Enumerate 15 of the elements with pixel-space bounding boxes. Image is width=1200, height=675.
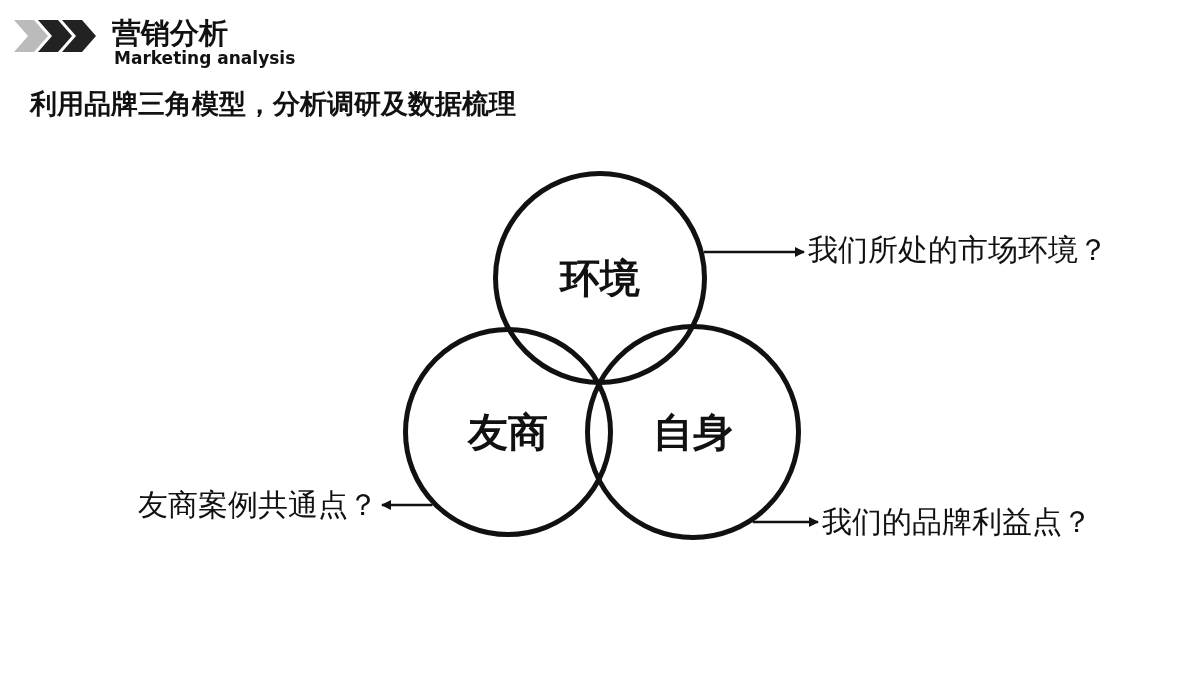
page-title: 营销分析 <box>112 15 228 50</box>
question-text: 友商案例共通点？ <box>138 490 378 520</box>
heading-text: 利用品牌三角模型，分析调研及数据梳理 <box>30 87 516 121</box>
circle-label: 自身 <box>652 412 734 452</box>
venn-circle <box>403 327 613 537</box>
question-text: 我们所处的市场环境？ <box>808 235 1108 265</box>
venn-circle <box>493 171 707 385</box>
arrow <box>703 247 805 257</box>
circle-label: 友商 <box>466 412 549 452</box>
circle-label: 环境 <box>558 258 641 298</box>
subtitle: Marketing analysis <box>114 48 296 68</box>
question-text: 我们的品牌利益点？ <box>822 507 1092 537</box>
arrow <box>752 517 819 527</box>
venn-circle <box>585 324 801 540</box>
arrow <box>381 500 433 510</box>
